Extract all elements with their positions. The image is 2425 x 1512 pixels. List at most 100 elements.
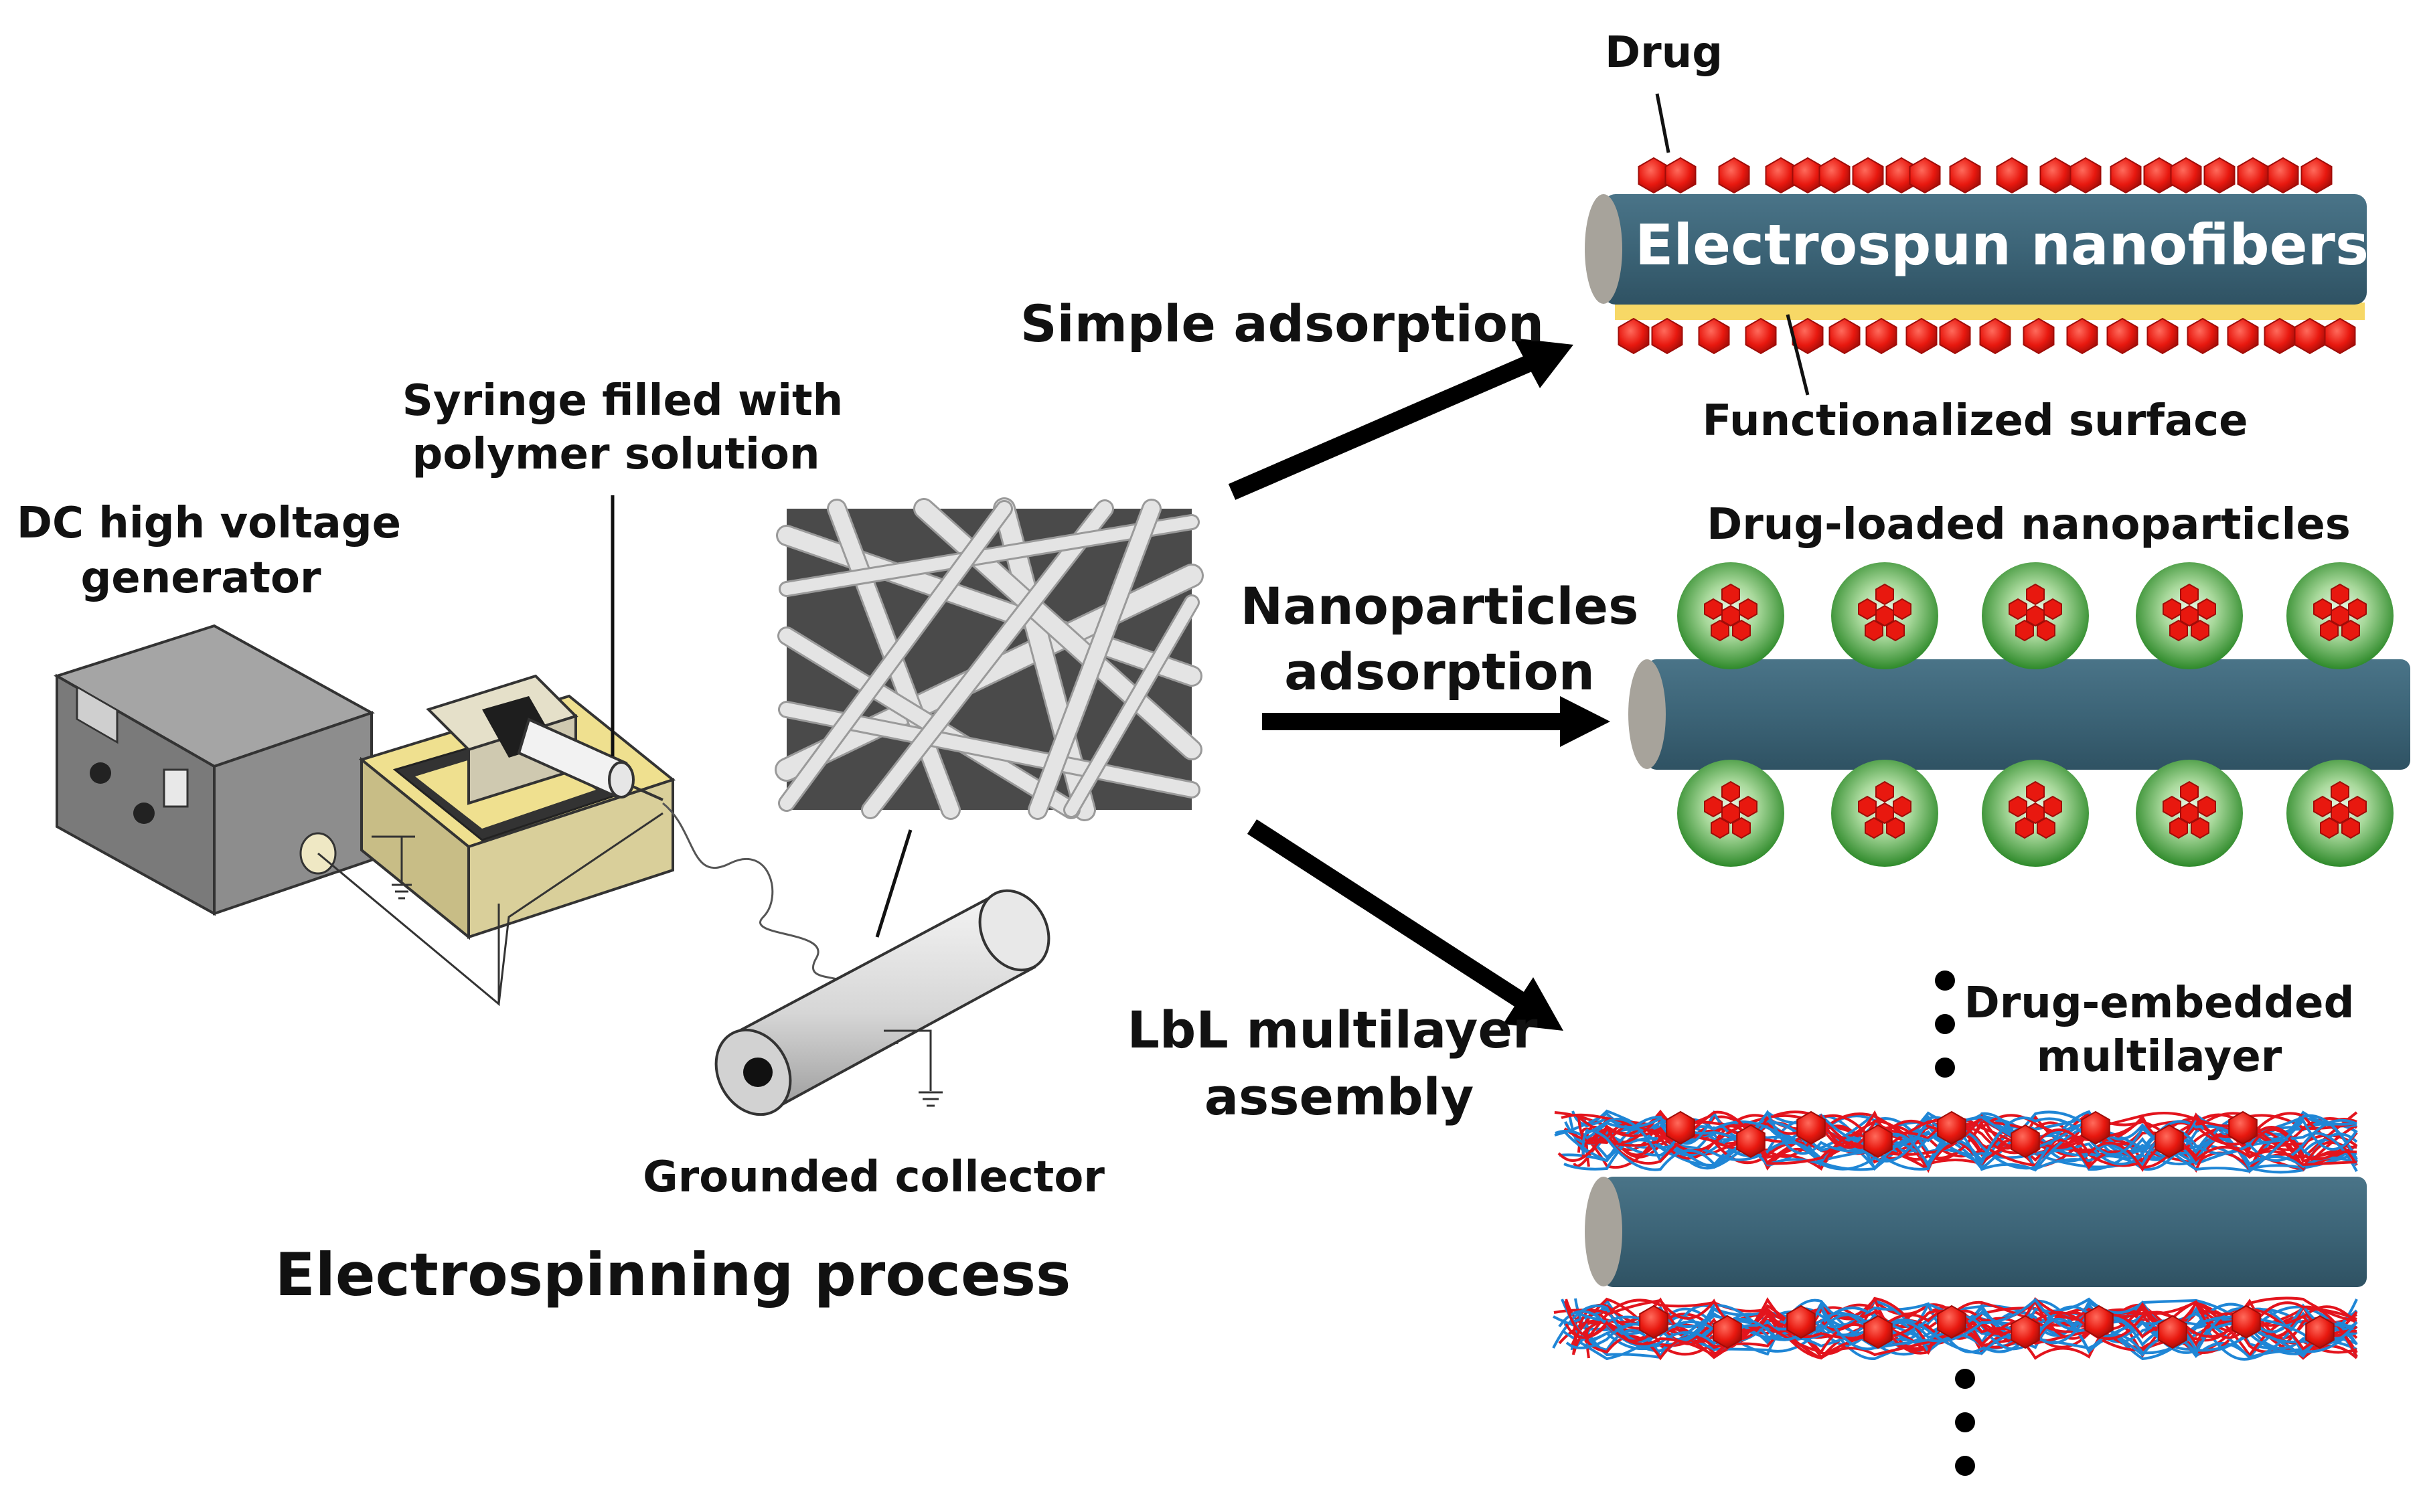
drug-icon	[2155, 1124, 2184, 1159]
grounded-collector-icon	[714, 889, 1050, 1116]
drug-icon	[1618, 317, 1650, 355]
drug-icon	[2228, 1110, 2258, 1145]
wires	[317, 812, 663, 1007]
dc-generator-label-line1: DC high voltage	[17, 499, 401, 548]
drug-icon	[2143, 157, 2175, 194]
sem-fiber-highlight	[781, 516, 1198, 595]
syringe-pump-icon	[358, 674, 676, 940]
nanoparticle-row-bottom	[1677, 760, 2394, 867]
nanoparticles-label-line2: adsorption	[1284, 642, 1595, 701]
syringe-label-line1: Syringe filled with	[402, 376, 843, 426]
nanofiber-top	[1603, 194, 2367, 305]
sem-pointer	[875, 829, 913, 938]
drug-icon	[2324, 317, 2356, 355]
drug-icon	[1937, 1305, 1966, 1339]
lbl-multilayer-panel: Drug-embedded multilayer	[1552, 971, 2367, 1476]
drug-embedded-label-line1: Drug-embedded	[1964, 979, 2355, 1028]
nanoparticle-icon	[2286, 562, 2394, 669]
sem-fiber-highlight	[1030, 501, 1160, 818]
drug-icon	[1863, 1124, 1893, 1159]
drug-icon	[2264, 317, 2296, 355]
drug-icon	[2170, 157, 2202, 194]
nanoparticle-icon	[2136, 760, 2243, 867]
drug-embedded-label-line2: multilayer	[2037, 1032, 2282, 1082]
polymer-strand	[1578, 1305, 2358, 1358]
nanoparticle-icon	[1831, 562, 1938, 669]
drug-icon	[1863, 1315, 1893, 1349]
drug-icon	[1937, 1110, 1966, 1145]
drug-icon	[1765, 157, 1797, 194]
drug-row-bottom	[1618, 317, 2356, 355]
sem-fiber-highlight	[780, 502, 1011, 810]
drug-icon	[2158, 1315, 2187, 1349]
drug-icon	[2237, 157, 2269, 194]
sem-image	[775, 497, 1204, 821]
drug-icon	[1979, 317, 2011, 355]
drug-icon	[2011, 1124, 2040, 1159]
nanofiber-bottom	[1603, 1177, 2367, 1287]
drug-icon	[1828, 317, 1861, 355]
drug-icon	[1796, 1110, 1826, 1145]
functionalized-surface-layer	[1615, 303, 2365, 320]
grounded-collector-label: Grounded collector	[643, 1153, 1105, 1202]
drug-icon	[1949, 157, 1981, 194]
drug-icon	[2066, 317, 2098, 355]
drug-icon	[1852, 157, 1884, 194]
sem-fiber-highlight	[1065, 596, 1198, 816]
nanoparticle-icon	[1831, 760, 1938, 867]
nanoparticle-icon	[1982, 760, 2089, 867]
multilayer-bottom	[1552, 1296, 2358, 1361]
drug-icon	[2081, 1110, 2110, 1145]
drug-pointer	[1655, 93, 1670, 153]
drug-icon	[2039, 157, 2071, 194]
drug-icon	[1792, 317, 1824, 355]
drug-icon	[1818, 157, 1851, 194]
dc-generator-label-line2: generator	[80, 554, 321, 603]
simple-adsorption-panel: Electrospun nanofibers Drug Functionaliz…	[1585, 28, 2369, 446]
drug-icon	[2305, 1315, 2335, 1349]
drug-icon	[2084, 1305, 2114, 1339]
nanofiber-middle	[1647, 659, 2410, 770]
syringe-label-line2: polymer solution	[412, 430, 820, 479]
electrospinning-apparatus	[54, 495, 1050, 1116]
process-title: Electrospinning process	[275, 1240, 1071, 1309]
nanoparticle-row-top	[1677, 562, 2394, 669]
drug-row-top	[1638, 157, 2333, 194]
drug-icon	[1664, 157, 1697, 194]
drug-icon	[1713, 1315, 1742, 1349]
drug-icon	[1698, 317, 1730, 355]
drug-icon	[2146, 317, 2179, 355]
drug-icon	[2227, 317, 2259, 355]
nanoparticles-panel: Drug-loaded nanoparticles	[1628, 500, 2410, 867]
arrows	[1228, 338, 1610, 1031]
drug-icon	[1651, 317, 1683, 355]
drug-icon	[1786, 1305, 1816, 1339]
dc-generator-icon	[54, 624, 375, 916]
simple-adsorption-label: Simple adsorption	[1020, 294, 1544, 353]
drug-icon	[2069, 157, 2102, 194]
nanoparticle-icon	[1677, 760, 1784, 867]
nanoparticles-label-line1: Nanoparticles	[1241, 576, 1639, 636]
drug-icon	[1865, 317, 1897, 355]
nanoparticle-icon	[1677, 562, 1784, 669]
sem-fibers	[775, 497, 1204, 821]
drug-label: Drug	[1605, 28, 1723, 78]
lbl-label-line1: LbL multilayer	[1127, 1000, 1538, 1060]
drug-icon	[2232, 1305, 2261, 1339]
drug-icon	[1666, 1110, 1695, 1145]
nanoparticle-icon	[1982, 562, 2089, 669]
drug-icon	[1745, 317, 1777, 355]
surface-pointer	[1786, 314, 1810, 396]
drug-icon	[1909, 157, 1941, 194]
polymer-strand	[1565, 1298, 2358, 1351]
lbl-label-line2: assembly	[1204, 1067, 1474, 1126]
drug-icon	[2294, 317, 2326, 355]
electrospun-nanofibers-label: Electrospun nanofibers	[1635, 212, 2369, 278]
drug-icon	[2300, 157, 2333, 194]
drug-icon	[2187, 317, 2219, 355]
drug-icon	[1939, 317, 1971, 355]
drug-loaded-nanoparticles-label: Drug-loaded nanoparticles	[1707, 500, 2351, 550]
nanoparticle-icon	[2286, 760, 2394, 867]
